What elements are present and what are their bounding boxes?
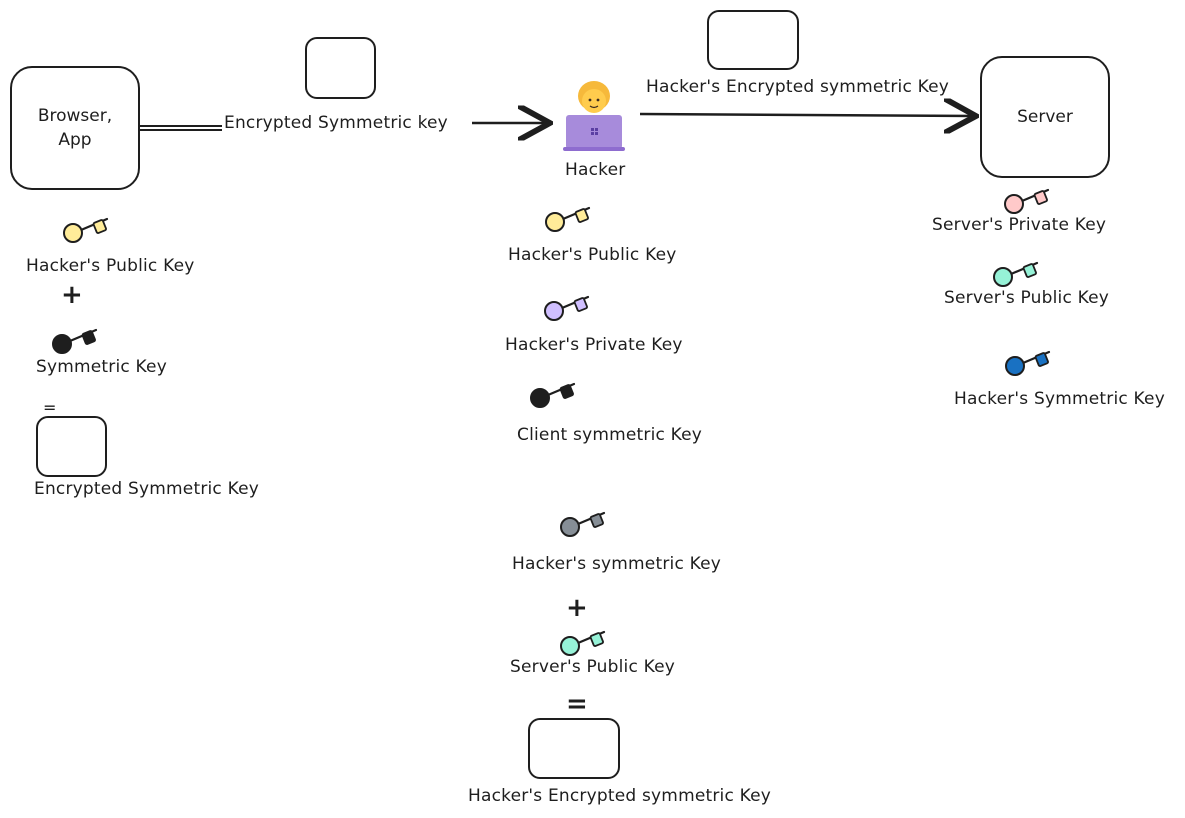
hacker-private-key-icon	[544, 295, 590, 321]
hacker-public-key-label: Hacker's Public Key	[508, 245, 677, 265]
server-private-key-label: Server's Private Key	[932, 215, 1107, 235]
edge-label-client-hacker: Encrypted Symmetric key	[224, 113, 448, 133]
client-encrypted-key-label: Encrypted Symmetric Key	[34, 479, 260, 499]
browser-app-node: Browser, App	[10, 66, 140, 190]
client-symmetric-key-icon	[52, 328, 98, 354]
server-public-key-label: Server's Public Key	[944, 288, 1110, 308]
hacker-public-key-icon	[545, 206, 591, 232]
hacker-server-public-key-icon	[560, 630, 606, 656]
edge-hacker-encrypted-key-box	[707, 10, 799, 70]
edge-arrow-hacker-server	[639, 114, 976, 116]
hacker-encrypted-key-label: Hacker's Encrypted symmetric Key	[468, 786, 772, 806]
server-hacker-symmetric-key-label: Hacker's Symmetric Key	[954, 389, 1165, 409]
server-private-key-icon	[1004, 188, 1050, 214]
hacker-symmetric-key-icon	[560, 511, 606, 537]
client-public-key-label: Hacker's Public Key	[26, 256, 195, 276]
hacker-equals-sign: =	[566, 689, 588, 719]
hacker-icon	[563, 81, 625, 151]
browser-app-label: Browser, App	[37, 106, 113, 150]
server-label: Server	[1017, 107, 1073, 127]
server-node: Server	[980, 56, 1110, 178]
edge-encrypted-key-box	[305, 37, 376, 99]
client-equals-sign: =	[43, 398, 57, 417]
client-plus-sign: +	[61, 280, 83, 310]
edge-label-hacker-server: Hacker's Encrypted symmetric Key	[646, 77, 950, 97]
hacker-server-public-key-label: Server's Public Key	[510, 657, 676, 677]
client-symmetric-key-label: Symmetric Key	[36, 357, 167, 377]
client-symmetric-key-at-hacker-icon	[530, 382, 576, 408]
hacker-plus-sign: +	[566, 593, 588, 623]
client-symmetric-key-at-hacker-label: Client symmetric Key	[517, 425, 703, 445]
server-public-key-icon	[993, 261, 1039, 287]
client-public-key-icon	[63, 217, 109, 243]
hacker-private-key-label: Hacker's Private Key	[505, 335, 683, 355]
client-encrypted-key-box	[36, 416, 107, 477]
hacker-symmetric-key-label: Hacker's symmetric Key	[512, 554, 722, 574]
server-hacker-symmetric-key-icon	[1005, 350, 1051, 376]
hacker-encrypted-key-box	[528, 718, 620, 779]
hacker-label: Hacker	[565, 160, 626, 180]
